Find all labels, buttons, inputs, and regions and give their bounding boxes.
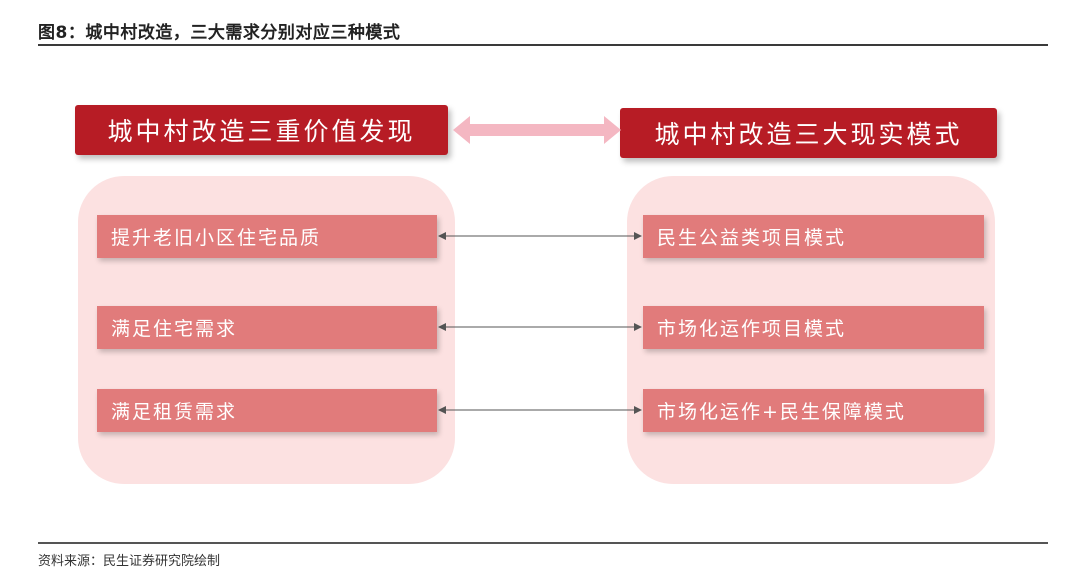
right-item-1: 民生公益类项目模式 — [643, 215, 984, 258]
left-item-3: 满足租赁需求 — [97, 389, 437, 432]
left-item-1-label: 提升老旧小区住宅品质 — [111, 227, 322, 249]
left-item-3-label: 满足租赁需求 — [111, 401, 238, 423]
right-item-1-label: 民生公益类项目模式 — [657, 227, 847, 249]
header-double-arrow — [453, 116, 621, 144]
left-item-2-label: 满足住宅需求 — [111, 318, 238, 340]
figure-title: 图8：城中村改造，三大需求分别对应三种模式 — [38, 23, 401, 43]
right-item-3-label: 市场化运作+民生保障模式 — [657, 401, 906, 423]
right-item-2-label: 市场化运作项目模式 — [657, 318, 847, 340]
right-item-2: 市场化运作项目模式 — [643, 306, 984, 349]
right-header-label: 城中村改造三大现实模式 — [654, 120, 963, 149]
source-note: 资料来源：民生证券研究院绘制 — [38, 554, 221, 569]
left-item-1: 提升老旧小区住宅品质 — [97, 215, 437, 258]
right-header-box: 城中村改造三大现实模式 — [620, 108, 997, 158]
right-item-3: 市场化运作+民生保障模式 — [643, 389, 984, 432]
left-header-label: 城中村改造三重价值发现 — [107, 117, 416, 146]
left-item-2: 满足住宅需求 — [97, 306, 437, 349]
footer-divider — [38, 542, 1048, 544]
title-divider — [38, 44, 1048, 46]
left-header-box: 城中村改造三重价值发现 — [75, 105, 448, 155]
